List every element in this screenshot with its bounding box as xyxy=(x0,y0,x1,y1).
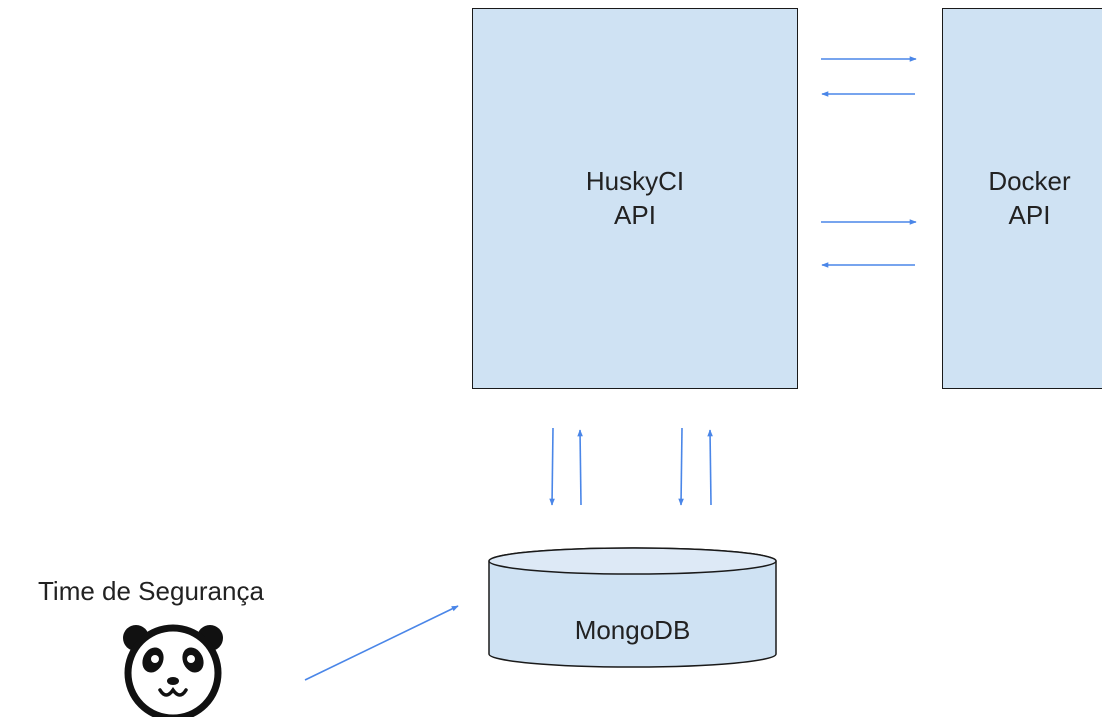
arrow-mongodb-to-huskyci-left xyxy=(577,429,583,506)
huskyci-api-label: HuskyCI API xyxy=(473,164,797,232)
arrow-team-to-mongodb xyxy=(304,605,459,681)
panda-icon xyxy=(123,624,223,717)
arrow-huskyci-to-mongodb-right xyxy=(678,427,684,506)
arrow-mongodb-to-huskyci-right xyxy=(707,429,713,506)
docker-label-line1: Docker xyxy=(988,166,1071,196)
team-label: Time de Segurança xyxy=(38,576,264,606)
huskyci-label-line2: API xyxy=(614,200,656,230)
docker-api-box: Docker API xyxy=(942,8,1102,389)
huskyci-api-box: HuskyCI API xyxy=(472,8,798,389)
huskyci-label-line1: HuskyCI xyxy=(585,166,685,196)
mongodb-label: MongoDB xyxy=(574,615,691,645)
mongodb-cylinder xyxy=(488,547,777,668)
docker-api-label: Docker API xyxy=(943,164,1102,232)
docker-label-line2: API xyxy=(1008,200,1051,230)
arrow-huskyci-to-mongodb-left xyxy=(549,427,555,506)
